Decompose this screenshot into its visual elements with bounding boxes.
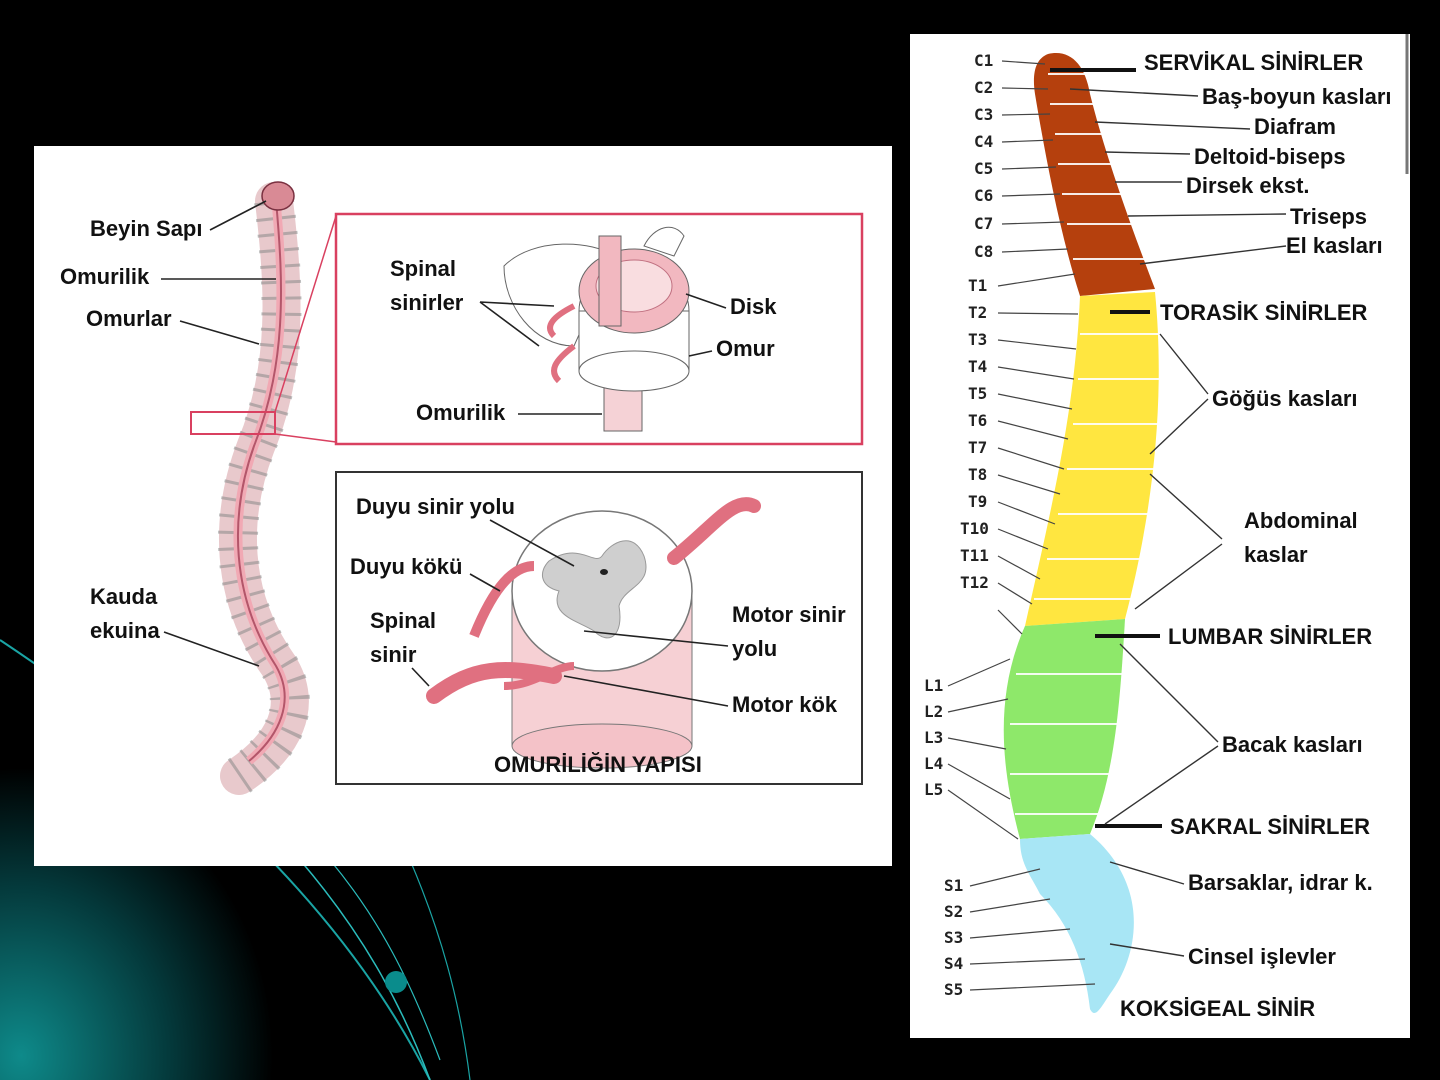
segment-s1: S1: [944, 876, 963, 895]
segment-c1: C1: [974, 51, 993, 70]
segment-c6: C6: [974, 186, 993, 205]
label-spinal-sinir-1: Spinal: [370, 608, 436, 633]
function-el: El kasları: [1286, 233, 1383, 258]
label-spinal-sinirler-1: Spinal: [390, 256, 456, 281]
heading-koksigeal: KOKSİGEAL SİNİR: [1120, 996, 1315, 1021]
sacral-region: [1020, 834, 1134, 1014]
function-bas-boyun: Baş-boyun kasları: [1202, 84, 1392, 109]
function-bacak: Bacak kasları: [1222, 732, 1363, 757]
segment-t6: T6: [968, 411, 987, 430]
zoom-box: [190, 411, 276, 435]
function-abdominal-1: Abdominal: [1244, 508, 1358, 533]
segment-l2: L2: [924, 702, 943, 721]
label-duyu-koku: Duyu kökü: [350, 554, 462, 579]
function-cinsel: Cinsel işlevler: [1188, 944, 1336, 969]
heading-torasik: TORASİK SİNİRLER: [1160, 300, 1368, 325]
bullet-dot: [385, 971, 407, 993]
segment-c7: C7: [974, 214, 993, 233]
inset-cord-cross-section: [335, 471, 863, 785]
label-omurilik: Omurilik: [60, 264, 150, 289]
spinal-cord-anatomy-panel: Beyin Sapı Omurilik Omurlar Kauda ekuina…: [34, 146, 892, 866]
segment-t1: T1: [968, 276, 987, 295]
label-spinal-sinir-2: sinir: [370, 642, 417, 667]
spine-column: [190, 181, 337, 795]
segment-t7: T7: [968, 438, 987, 457]
segment-c3: C3: [974, 105, 993, 124]
label-omur: Omur: [716, 336, 775, 361]
segment-c4: C4: [974, 132, 993, 151]
function-dirsek: Dirsek ekst.: [1186, 173, 1310, 198]
lumbar-region: [1003, 619, 1125, 839]
segment-l5: L5: [924, 780, 943, 799]
thoracic-segment-labels: T1 T2 T3 T4 T5 T6 T7 T8 T9 T10 T11 T12: [960, 276, 989, 592]
heading-sakral: SAKRAL SİNİRLER: [1170, 814, 1370, 839]
label-motor-kok: Motor kök: [732, 692, 838, 717]
thoracic-region: [1025, 292, 1159, 626]
segment-c2: C2: [974, 78, 993, 97]
spinal-nerves-diagram: C1 C2 C3 C4 C5 C6 C7 C8 T1 T2 T3 T4 T5 T…: [924, 34, 1409, 1021]
segment-t4: T4: [968, 357, 987, 376]
segment-l4: L4: [924, 754, 943, 773]
cervical-segment-labels: C1 C2 C3 C4 C5 C6 C7 C8: [974, 51, 993, 261]
label-duyu-sinir-yolu: Duyu sinir yolu: [356, 494, 515, 519]
spinal-cord-diagram: Beyin Sapı Omurilik Omurlar Kauda ekuina…: [60, 181, 864, 795]
label-ekuina: ekuina: [90, 618, 160, 643]
caption-omuriligin-yapisi: OMURİLİĞİN YAPISI: [494, 752, 702, 777]
function-abdominal-2: kaslar: [1244, 542, 1308, 567]
function-diafram: Diafram: [1254, 114, 1336, 139]
segment-t12: T12: [960, 573, 989, 592]
heading-lumbar: LUMBAR SİNİRLER: [1168, 624, 1372, 649]
segment-c5: C5: [974, 159, 993, 178]
segment-s2: S2: [944, 902, 963, 921]
label-motor-sinir-yolu-1: Motor sinir: [732, 602, 846, 627]
function-triseps: Triseps: [1290, 204, 1367, 229]
label-motor-sinir-yolu-2: yolu: [732, 636, 777, 661]
label-disk: Disk: [730, 294, 777, 319]
label-beyin-sapi: Beyin Sapı: [90, 216, 202, 241]
segment-l1: L1: [924, 676, 943, 695]
segment-s3: S3: [944, 928, 963, 947]
function-deltoid: Deltoid-biseps: [1194, 144, 1346, 169]
spine-regions: [1003, 53, 1160, 1014]
segment-l3: L3: [924, 728, 943, 747]
function-gogus: Göğüs kasları: [1212, 386, 1358, 411]
segment-s4: S4: [944, 954, 963, 973]
segment-t3: T3: [968, 330, 987, 349]
segment-t9: T9: [968, 492, 987, 511]
sacral-segment-labels: S1 S2 S3 S4 S5: [944, 876, 963, 999]
segment-s5: S5: [944, 980, 963, 999]
segment-t8: T8: [968, 465, 987, 484]
segment-t10: T10: [960, 519, 989, 538]
segment-t2: T2: [968, 303, 987, 322]
label-inset-omurilik: Omurilik: [416, 400, 506, 425]
brain-stem: [261, 181, 295, 211]
segment-t11: T11: [960, 546, 989, 565]
cervical-region: [1033, 53, 1155, 297]
label-spinal-sinirler-2: sinirler: [390, 290, 464, 315]
spinal-nerves-chart-panel: C1 C2 C3 C4 C5 C6 C7 C8 T1 T2 T3 T4 T5 T…: [910, 34, 1410, 1038]
function-barsak: Barsaklar, idrar k.: [1188, 870, 1373, 895]
label-omurlar: Omurlar: [86, 306, 172, 331]
heading-servikal: SERVİKAL SİNİRLER: [1144, 50, 1363, 75]
inset-vertebra-section: [334, 212, 864, 446]
segment-c8: C8: [974, 242, 993, 261]
label-kauda: Kauda: [90, 584, 158, 609]
segment-t5: T5: [968, 384, 987, 403]
lumbar-segment-labels: L1 L2 L3 L4 L5: [924, 676, 943, 799]
